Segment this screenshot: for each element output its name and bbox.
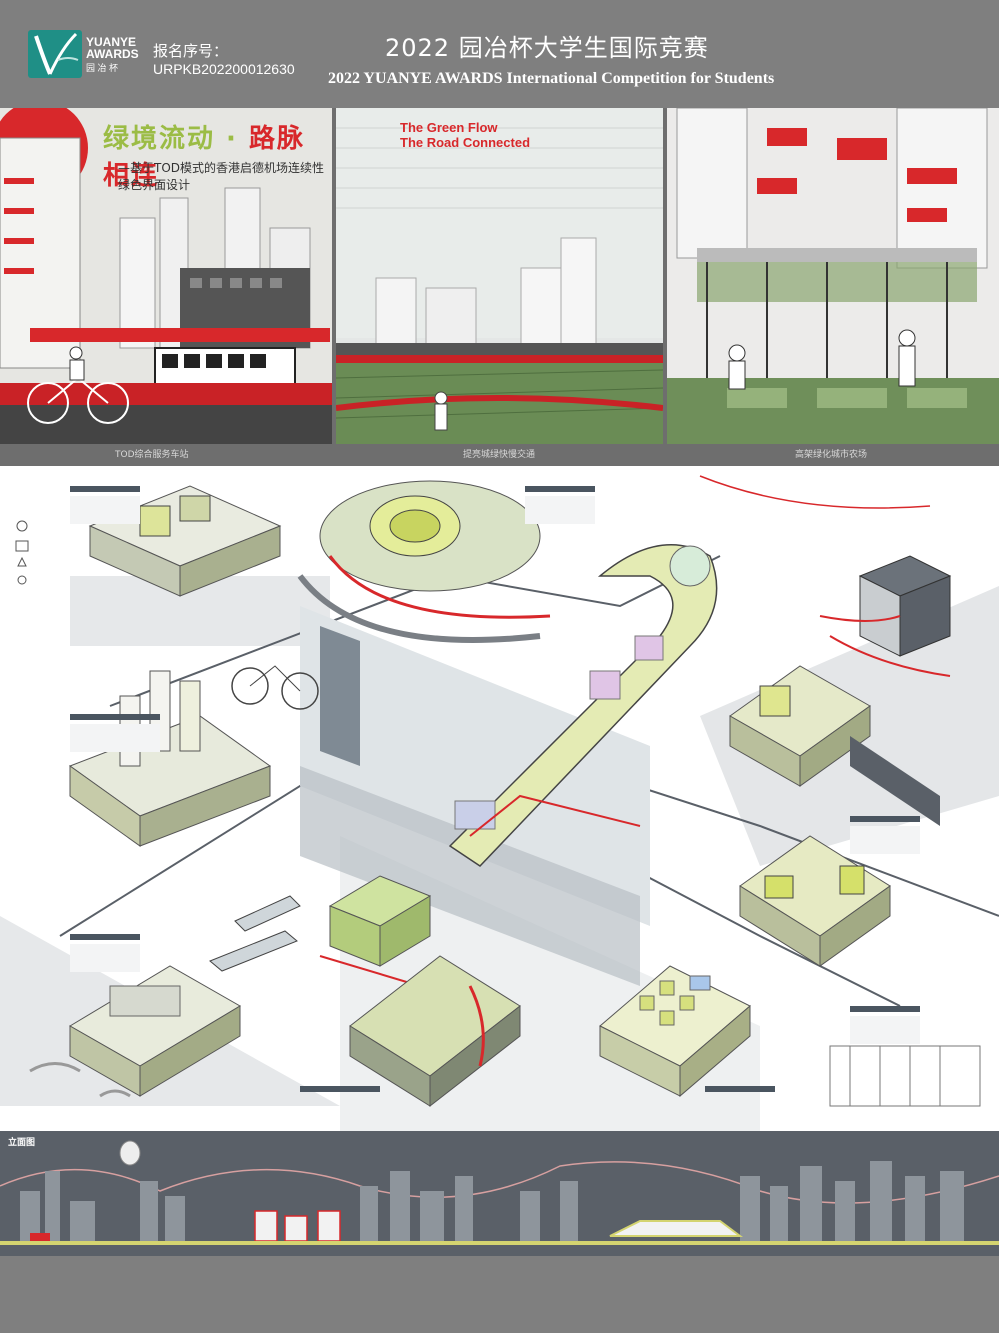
logo-line-3: 园 冶 杯 bbox=[86, 63, 119, 73]
axonometric-board bbox=[0, 466, 999, 1131]
caption-slow-traffic: 提亮城绿快慢交通 bbox=[463, 450, 536, 460]
elevation-section: 立面图 bbox=[0, 1131, 999, 1256]
elevation-title: 立面图 bbox=[8, 1138, 36, 1148]
yuanye-awards-logo: YUANYE AWARDS 园 冶 杯 bbox=[28, 30, 146, 80]
poster-title-en-2: The Road Connected bbox=[400, 135, 531, 150]
axonometric-map-illustration bbox=[0, 475, 999, 1131]
poster-subtitle-cn: —基于TOD模式的香港启德机场连续性绿色界面设计 bbox=[118, 161, 325, 192]
poster-board: 绿境流动 · 路脉相连 —基于TOD模式的香港启德机场连续性绿色界面设计 bbox=[0, 108, 999, 1256]
elevation-illustration bbox=[0, 1140, 999, 1245]
footer-band bbox=[0, 1256, 999, 1333]
perspective-strip: 绿境流动 · 路脉相连 —基于TOD模式的香港启德机场连续性绿色界面设计 bbox=[0, 108, 999, 466]
poster-title-cn: 绿境流动 · 路脉相连 bbox=[103, 118, 332, 192]
logo-wordmark: YUANYE AWARDS 园 冶 杯 bbox=[86, 36, 139, 74]
urban-farm-illustration bbox=[667, 108, 999, 444]
perspective-urban-farm bbox=[667, 108, 999, 444]
logo-mark-icon bbox=[28, 30, 82, 78]
competition-title-cn: 2022 园冶杯大学生国际竞赛 bbox=[385, 34, 709, 62]
poster-title-en-1: The Green Flow bbox=[400, 120, 498, 135]
competition-title-en: 2022 YUANYE AWARDS International Competi… bbox=[328, 70, 775, 87]
poster-title-green: 绿境流动 · bbox=[103, 124, 249, 154]
slow-traffic-illustration bbox=[336, 108, 663, 444]
perspective-slow-traffic: The Green Flow The Road Connected bbox=[336, 108, 663, 444]
registration-label: 报名序号： bbox=[153, 42, 229, 60]
poster-title-red: 路脉相连 bbox=[103, 124, 305, 191]
caption-tod-station: TOD综合服务车站 bbox=[115, 450, 189, 460]
competition-header: YUANYE AWARDS 园 冶 杯 报名序号： URPKB202200012… bbox=[0, 0, 999, 108]
registration-number: URPKB202200012630 bbox=[153, 61, 295, 77]
perspective-tod-station: 绿境流动 · 路脉相连 —基于TOD模式的香港启德机场连续性绿色界面设计 bbox=[0, 108, 332, 444]
caption-urban-farm: 高架绿化城市农场 bbox=[795, 450, 868, 460]
logo-line-1: YUANYE bbox=[86, 35, 137, 49]
logo-line-2: AWARDS bbox=[86, 47, 139, 61]
tod-station-illustration bbox=[0, 108, 332, 444]
